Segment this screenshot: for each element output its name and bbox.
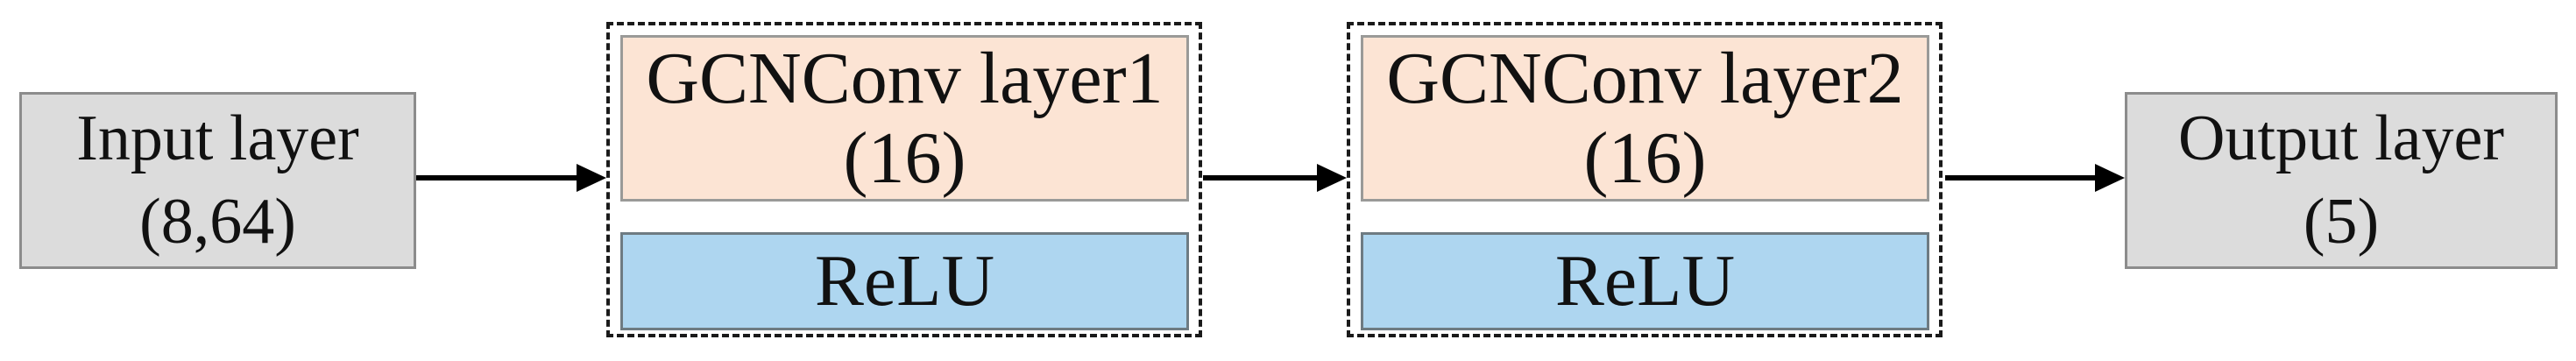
relu-2-label: ReLU (1554, 240, 1736, 322)
node-output-layer: Output layer (5) (2125, 92, 2558, 269)
gcnconv-layer2-units: (16) (1583, 117, 1707, 199)
relu-1-label: ReLU (814, 240, 995, 322)
input-layer-shape: (8,64) (139, 186, 296, 258)
node-gcnconv-layer1: GCNConv layer1 (16) (620, 35, 1189, 202)
node-gcnconv-layer2: GCNConv layer2 (16) (1361, 35, 1929, 202)
arrow-input-to-gcn1 (416, 175, 577, 180)
input-layer-title: Input layer (76, 103, 359, 174)
gcnconv-layer1-units: (16) (843, 117, 966, 199)
output-layer-title: Output layer (2178, 103, 2504, 174)
group-gcn-block-2: GCNConv layer2 (16) ReLU (1347, 22, 1943, 337)
node-input-layer: Input layer (8,64) (19, 92, 416, 269)
output-layer-shape: (5) (2303, 186, 2380, 258)
gcnconv-layer1-title: GCNConv layer1 (646, 38, 1164, 119)
gcnconv-layer2-title: GCNConv layer2 (1386, 38, 1904, 119)
arrow-gcn1-to-gcn2 (1203, 175, 1317, 180)
arrow-gcn2-to-output (1945, 175, 2095, 180)
node-relu-2: ReLU (1361, 232, 1929, 330)
node-relu-1: ReLU (620, 232, 1189, 330)
group-gcn-block-1: GCNConv layer1 (16) ReLU (606, 22, 1202, 337)
